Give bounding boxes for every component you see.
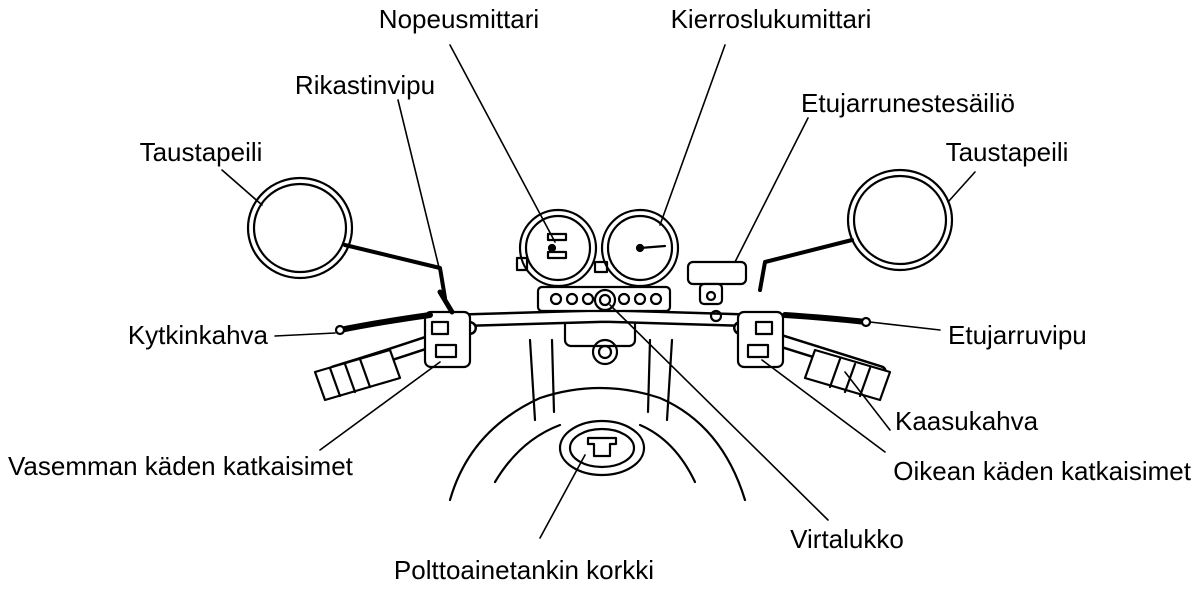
label-nopeusmittari: Nopeusmittari [379, 4, 539, 34]
leader-nopeusmittari [450, 45, 555, 242]
label-taustapeili-right: Taustapeili [946, 137, 1069, 167]
speedometer [520, 210, 596, 286]
brake-fluid-reservoir [688, 262, 746, 304]
label-virtalukko: Virtalukko [790, 524, 904, 554]
leader-etujarruvipu [870, 322, 940, 330]
label-kierroslukumittari: Kierroslukumittari [671, 4, 872, 34]
label-etujarrunestesailio: Etujarrunestesäiliö [801, 88, 1015, 118]
label-rikastinvipu: Rikastinvipu [295, 70, 435, 100]
leader-taustapeili-right [948, 172, 975, 202]
label-polttoainetankin-korkki: Polttoainetankin korkki [394, 555, 654, 585]
label-taustapeili-left: Taustapeili [140, 137, 263, 167]
leader-taustapeili-left [222, 170, 262, 205]
label-vasemman-kaden-katkaisimet: Vasemman käden katkaisimet [8, 451, 353, 481]
right-mirror [760, 170, 952, 290]
left-mirror [248, 178, 445, 298]
label-kytkinkahva: Kytkinkahva [128, 320, 268, 350]
leader-virtalukko [610, 305, 828, 520]
leader-kierroslukumittari [660, 45, 725, 225]
left-switch-housing [425, 312, 470, 367]
fuel-cap [560, 421, 644, 475]
left-grip [315, 350, 400, 400]
label-kaasukahva: Kaasukahva [895, 406, 1038, 436]
leader-polttoainetankin [540, 455, 585, 538]
tachometer [602, 210, 678, 286]
leader-kytkinkahva [275, 333, 335, 336]
leader-etujarrunestesailio [735, 118, 808, 262]
clutch-lever [340, 315, 430, 330]
label-etujarruvipu: Etujarruvipu [948, 320, 1087, 350]
fork-tubes [530, 312, 672, 420]
brake-lever [785, 315, 866, 322]
label-oikean-kaden-katkaisimet: Oikean käden katkaisimet [893, 456, 1191, 486]
right-switch-housing [738, 312, 783, 367]
